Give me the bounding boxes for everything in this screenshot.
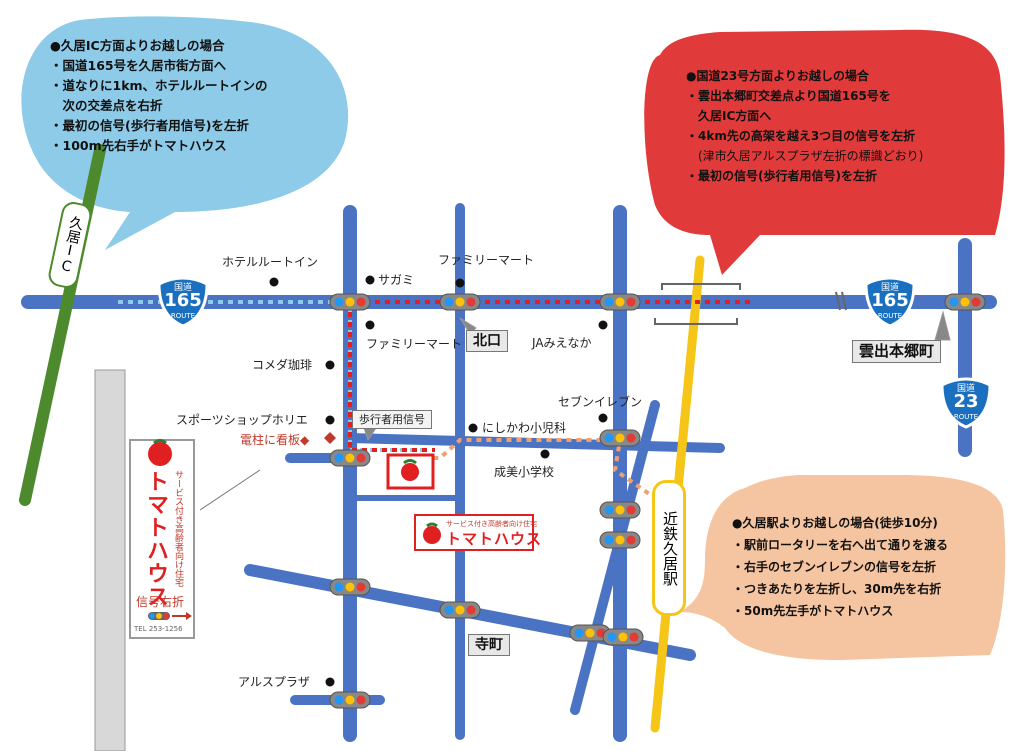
place-sagami: サガミ <box>378 273 415 287</box>
place-seibi: 成美小学校 <box>494 465 555 479</box>
traffic-signal <box>599 531 641 549</box>
shield-num: 165 <box>871 290 909 311</box>
traffic-signal <box>329 578 371 596</box>
place-sports: スポーツショップホリエ <box>176 413 308 427</box>
bubble-kuiic-line: 次の交差点を右折 <box>50 98 163 113</box>
shield-top: 国道 <box>956 384 975 394</box>
road-east-b <box>345 433 725 453</box>
bubble-r23-line: ・4km先の高架を越え3つ目の信号を左折 <box>686 129 916 143</box>
brand-small: サービス付き高齢者向け住宅 <box>446 520 537 528</box>
shield-num: 23 <box>953 391 979 412</box>
shield-bottom: ROUTE <box>877 312 903 320</box>
bubble-r23-title: ●国道23号方面よりお越しの場合 <box>686 69 869 83</box>
place-hotel-routeinn: ホテルルートイン <box>222 255 319 269</box>
traffic-signal <box>329 691 371 709</box>
signboard-name: トマトハウス <box>143 470 168 608</box>
bubble-r23: ●国道23号方面よりお越しの場合 ・雲出本郷町交差点より国道165号を 久居IC… <box>686 66 923 186</box>
intersection-kitaguchi: 北口 <box>466 330 508 352</box>
place-komeda: コメダ珈琲 <box>252 358 313 372</box>
bubble-r23-line: ・最初の信号(歩行者用信号)を左折 <box>686 169 877 183</box>
bubble-station-line: ・駅前ロータリーを右へ出て通りを渡る <box>732 538 949 552</box>
place-alsplaza: アルスプラザ <box>238 675 310 689</box>
traffic-signal <box>599 429 641 447</box>
traffic-signal <box>329 449 371 467</box>
station-label: 近鉄久居駅 <box>652 480 686 616</box>
place-ja: JAみえなか <box>532 336 592 350</box>
road-gray <box>94 369 126 751</box>
shield-bottom: ROUTE <box>170 312 196 320</box>
shield-bottom: ROUTE <box>953 413 979 421</box>
shield-top: 国道 <box>173 283 192 293</box>
route-23-shield: 国道 23 ROUTE <box>938 373 994 429</box>
bubble-station-shape <box>680 475 1006 660</box>
place-familymart-north: ファミリーマート <box>438 253 535 267</box>
bubble-kuiic: ●久居IC方面よりお越しの場合 ・国道165号を久居市街方面へ ・道なりに1km… <box>50 36 268 156</box>
traffic-signal <box>329 293 371 311</box>
place-familymart-south: ファミリーマート <box>366 337 463 351</box>
route-station <box>420 438 667 507</box>
ped-signal-label: 歩行者用信号 <box>352 410 432 429</box>
place-seven: セブンイレブン <box>558 395 643 409</box>
route-kuiic <box>118 300 430 452</box>
traffic-signal <box>599 293 641 311</box>
place-nishikawa: にしかわ小児科 <box>482 421 567 435</box>
shield-top: 国道 <box>880 283 899 293</box>
road-kuiic <box>19 144 106 506</box>
intersection-kumozu: 雲出本郷町 <box>852 340 942 363</box>
traffic-signals <box>329 293 986 709</box>
bubble-kuiic-line: ・道なりに1km、ホテルルートインの <box>50 78 268 93</box>
place-pole-sign: 電柱に看板◆ <box>240 433 310 447</box>
bubble-station-line: ・右手のセブンイレブンの信号を左折 <box>732 560 937 574</box>
bubble-kuiic-line: ・最初の信号(歩行者用信号)を左折 <box>50 118 249 133</box>
bubble-station-line: ・つきあたりを左折し、30m先を右折 <box>732 582 942 596</box>
intersection-teramachi: 寺町 <box>468 634 510 656</box>
bubble-station-line: ・50m先左手がトマトハウス <box>732 604 894 618</box>
traffic-signal <box>599 501 641 519</box>
bubble-station: ●久居駅よりお越しの場合(徒歩10分) ・駅前ロータリーを右へ出て通りを渡る ・… <box>732 512 948 622</box>
bubble-r23-line: ・雲出本郷町交差点より国道165号を <box>686 89 891 103</box>
traffic-signal <box>439 601 481 619</box>
road-diag2 <box>570 400 660 715</box>
bubble-kuiic-shape <box>21 16 349 250</box>
traffic-signal <box>439 293 481 311</box>
route-165-shield-2: 国道 165 ROUTE <box>862 272 918 328</box>
bubble-kuiic-title: ●久居IC方面よりお越しの場合 <box>50 38 225 53</box>
bubble-station-title: ●久居駅よりお越しの場合(徒歩10分) <box>732 516 938 530</box>
bubble-kuiic-line: ・100m先右手がトマトハウス <box>50 138 227 153</box>
bubble-r23-line: (津市久居アルスプラザ左折の標識どおり) <box>686 149 924 163</box>
brand-name: トマトハウス <box>446 530 543 548</box>
signboard-small: サービス付き高齢者向け住宅 <box>173 470 183 587</box>
traffic-signal <box>602 628 644 646</box>
shield-num: 165 <box>164 290 202 311</box>
traffic-signal <box>944 293 986 311</box>
bubble-r23-shape <box>644 29 1005 276</box>
bubble-r23-line: 久居IC方面へ <box>686 109 772 123</box>
route-r23 <box>348 300 750 452</box>
signboard-tel: TEL 253-1256 <box>134 625 183 633</box>
traffic-signal <box>569 624 611 642</box>
route-165-shield-1: 国道 165 ROUTE <box>155 272 211 328</box>
bubble-kuiic-line: ・国道165号を久居市街方面へ <box>50 58 227 73</box>
signboard-direction: 信号右折 <box>136 595 185 609</box>
